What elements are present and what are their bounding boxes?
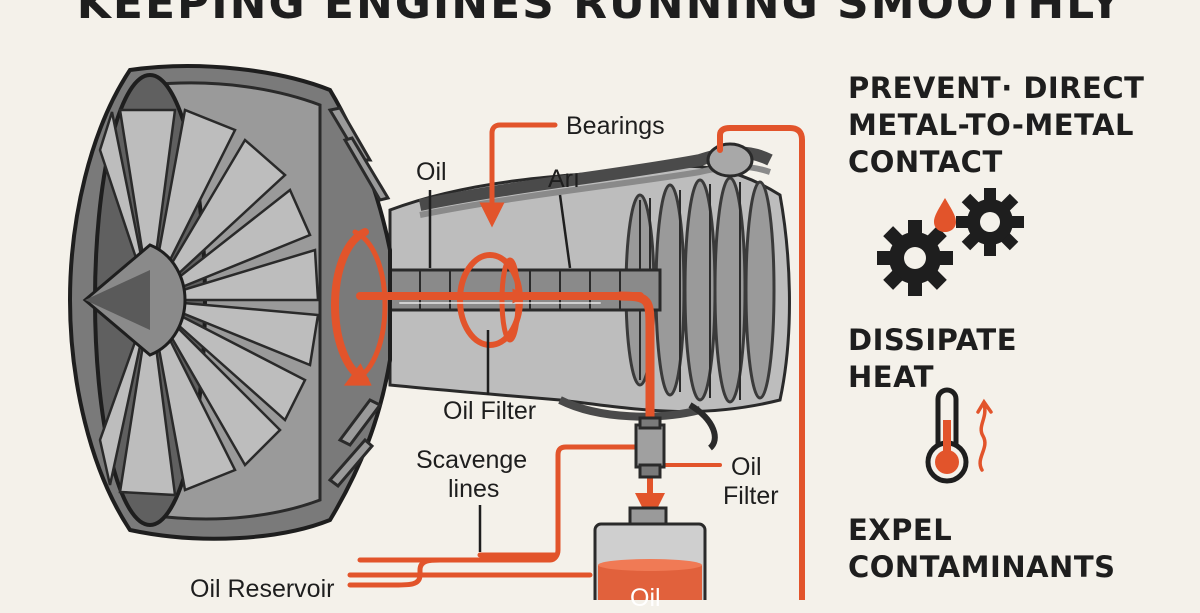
leader-lines	[428, 190, 572, 552]
accessory-housing	[706, 142, 754, 178]
bearings-callout-arrow	[479, 122, 558, 228]
thermometer-icon	[925, 387, 993, 484]
oil-filter-right-label: Oil Filter	[723, 453, 779, 510]
oil-drop-icon	[934, 198, 956, 232]
return-line	[717, 125, 805, 600]
oil-reservoir-tank	[593, 506, 707, 600]
compressor-rings	[624, 176, 776, 404]
gears-with-oil-drop-icon	[877, 188, 1024, 296]
oil-filter-fitting	[634, 416, 666, 479]
benefit-dissipate-heat: DISSIPATE HEAT	[848, 323, 1017, 394]
engine-cutaway	[67, 64, 791, 541]
tank-label: Oil	[630, 584, 661, 612]
engine-diagram	[67, 64, 1024, 600]
benefit-prevent-contact: PREVENT· DIRECT METAL-TO-METAL CONTACT	[848, 71, 1145, 179]
oil-system	[331, 122, 805, 600]
oil-label: Oil	[416, 158, 447, 186]
oil-reservoir-label: Oil Reservoir	[190, 575, 335, 603]
heat-wave-icon	[976, 398, 993, 472]
air-label: Arı	[548, 165, 580, 193]
bearings-label: Bearings	[566, 112, 665, 140]
oil-filter-label: Oil Filter	[443, 397, 537, 425]
scavenge-lines-label: Scavenge lines	[416, 446, 528, 503]
stator-vanes	[327, 106, 391, 489]
benefit-expel-contaminants: EXPEL CONTAMINANTS	[848, 513, 1116, 584]
oil-feed-line	[615, 291, 655, 435]
page-title: KEEPING ENGINES RUNNING SMOOTHLY	[76, 0, 1124, 29]
